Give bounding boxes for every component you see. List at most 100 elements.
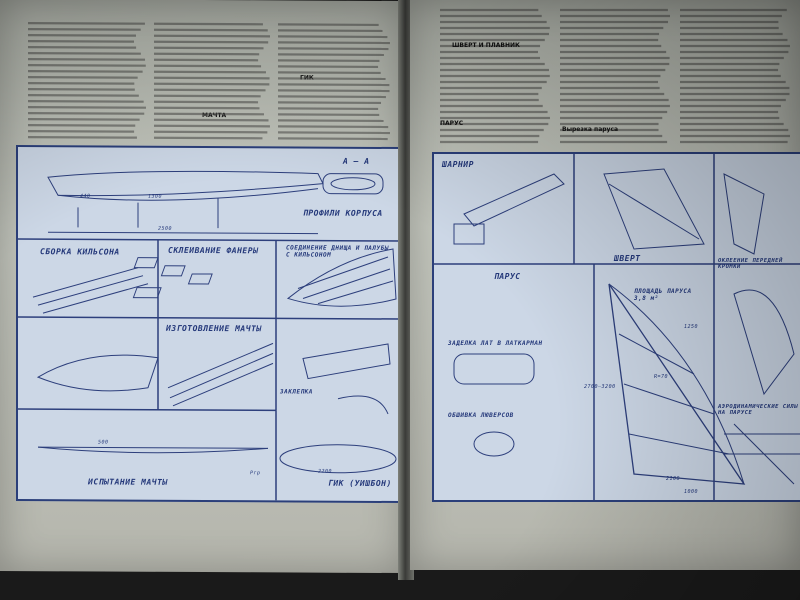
- label-aero: АЭРОДИНАМИЧЕСКИЕ СИЛЫ НА ПАРУСЕ: [718, 404, 799, 416]
- text-line: [278, 89, 390, 93]
- text-line: [28, 93, 139, 97]
- text-line: [278, 77, 386, 81]
- text-line: [278, 53, 384, 57]
- text-line: [28, 75, 138, 79]
- text-line: [278, 59, 380, 63]
- text-line: [278, 137, 388, 141]
- text-line: [28, 129, 135, 133]
- text-line: [154, 28, 268, 32]
- right-blueprint: ШАРНИР ШВЕРТ ПАРУС ПЛОЩАДЬ ПАРУСА 3,8 м²…: [432, 152, 800, 502]
- label-zadelka: ЗАДЕЛКА ЛАТ В ЛАТКАРМАН: [448, 340, 543, 347]
- text-line: [154, 46, 264, 50]
- label-parus: ПАРУС: [494, 272, 521, 281]
- text-line: [28, 81, 135, 85]
- text-line: [28, 57, 146, 61]
- label-dnishe: СОЕДИНЕНИЕ ДНИЩА И ПАЛУБЫ С КИЛЬСОНОМ: [286, 244, 389, 259]
- text-line: [28, 111, 145, 115]
- heading-vyrezka: Вырезка паруса: [562, 126, 619, 133]
- text-line: [278, 83, 390, 87]
- text-line: [28, 27, 141, 31]
- heading-shvert: ШВЕРТ И ПЛАВНИК: [452, 42, 520, 49]
- label-okleenie: ОКЛЕЕНИЕ ПЕРЕДНЕЙ КРОМКИ: [718, 258, 783, 270]
- left-blueprint: СБОРКА КИЛЬСОНА СКЛЕИВАНИЕ ФАНЕРЫ СОЕДИН…: [16, 145, 402, 504]
- text-line: [278, 23, 379, 27]
- dim-2200: 2200: [318, 468, 333, 475]
- text-line: [154, 22, 263, 26]
- dim-1300: 1300: [148, 193, 163, 200]
- text-line: [28, 99, 144, 103]
- text-line: [28, 87, 135, 91]
- dim-2500: 2500: [158, 225, 173, 232]
- label-fanera: СКЛЕИВАНИЕ ФАНЕРЫ: [168, 245, 259, 256]
- dim-1000: 1000: [684, 489, 699, 495]
- text-line: [278, 41, 390, 45]
- text-line: [28, 45, 137, 49]
- text-line: [154, 70, 266, 74]
- label-zaklepka: ЗАКЛЕПКА: [280, 388, 313, 396]
- text-line: [154, 100, 259, 104]
- text-line: [278, 119, 384, 123]
- right-blueprint-drawing: [434, 154, 800, 500]
- text-line: [278, 95, 386, 99]
- text-line: [154, 40, 269, 44]
- text-line: [278, 107, 379, 111]
- left-page: МАЧТА ГИК: [0, 0, 404, 574]
- text-line: [154, 106, 260, 110]
- label-sharnir: ШАРНИР: [442, 160, 474, 169]
- text-line: [154, 118, 269, 122]
- dim-r70: R=70: [654, 374, 669, 380]
- dim-height: 2700–3200: [584, 384, 616, 390]
- dim-rgr: Ргр: [250, 470, 261, 477]
- right-page: ШВЕРТ И ПЛАВНИК ПАРУС Вырезка паруса: [410, 0, 800, 570]
- label-kilson: СБОРКА КИЛЬСОНА: [40, 247, 120, 257]
- text-line: [154, 34, 270, 38]
- text-line: [154, 82, 270, 86]
- text-line: [28, 117, 140, 121]
- text-line: [278, 65, 379, 69]
- text-line: [28, 63, 146, 67]
- dim-2100: 2100: [666, 476, 681, 482]
- text-line: [154, 136, 263, 140]
- dim-440: 440: [80, 193, 91, 200]
- text-line: [28, 51, 141, 55]
- text-line: [28, 39, 135, 43]
- text-line: [154, 94, 261, 98]
- text-line: [278, 35, 388, 39]
- text-line: [154, 112, 264, 116]
- heading-parus: ПАРУС: [440, 120, 464, 127]
- text-line: [278, 125, 389, 129]
- text-line: [28, 135, 137, 139]
- label-obshivka: ОБШИВКА ЛЮВЕРСОВ: [448, 412, 514, 419]
- text-line: [154, 64, 262, 68]
- text-line: [154, 130, 268, 134]
- text-line: [154, 88, 266, 92]
- text-line: [278, 113, 380, 117]
- right-text-lines: [440, 8, 790, 144]
- text-line: [28, 123, 136, 127]
- dim-1250: 1250: [684, 324, 699, 330]
- text-line: [278, 101, 382, 105]
- label-profile: ПРОФИЛИ КОРПУСА: [303, 208, 383, 218]
- text-line: [28, 69, 143, 73]
- label-shvert: ШВЕРТ: [614, 254, 641, 263]
- dim-500: 500: [98, 439, 109, 446]
- left-blueprint-drawing: [18, 170, 400, 501]
- text-line: [154, 58, 259, 62]
- label-gik: ГИК (УИШБОН): [328, 478, 392, 488]
- text-line: [154, 52, 260, 56]
- text-line: [28, 33, 136, 37]
- text-line: [278, 47, 389, 51]
- label-test: ИСПЫТАНИЕ МАЧТЫ: [88, 477, 168, 487]
- text-line: [154, 124, 270, 128]
- left-text-lines: [28, 21, 390, 141]
- text-line: [154, 76, 270, 80]
- text-line: [278, 131, 390, 135]
- label-section: А – А: [343, 156, 370, 166]
- text-line: [278, 29, 383, 33]
- label-ploshad: ПЛОЩАДЬ ПАРУСА 3,8 м²: [634, 288, 692, 302]
- text-line: [28, 105, 146, 109]
- label-machta-make: ИЗГОТОВЛЕНИЕ МАЧТЫ: [166, 323, 262, 334]
- text-line: [28, 21, 145, 25]
- text-line: [278, 71, 381, 75]
